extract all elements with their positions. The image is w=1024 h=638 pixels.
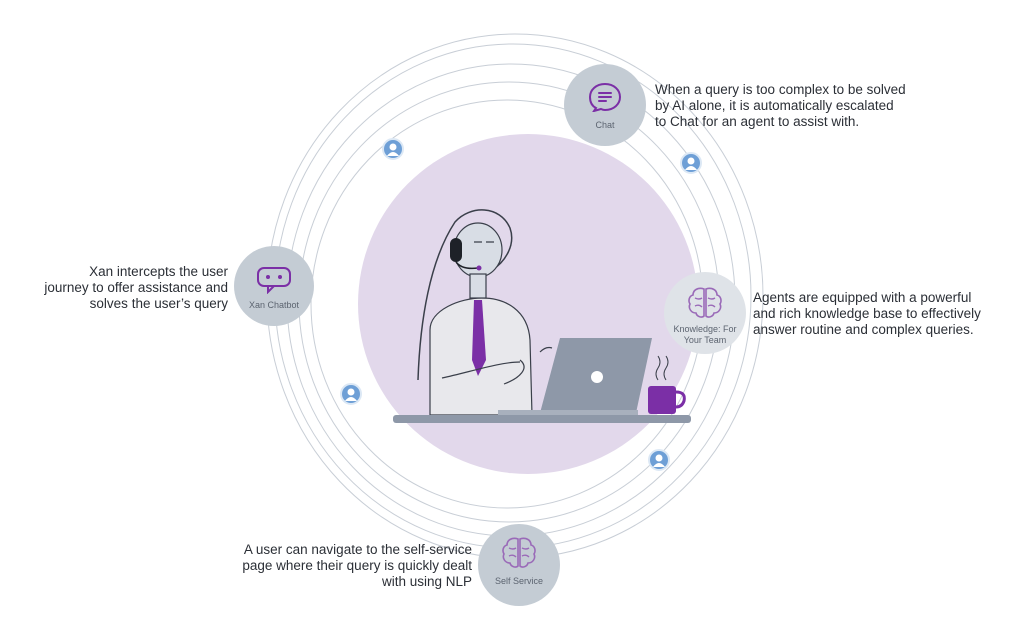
self-service-description-line1: A user can navigate to the self-service: [243, 542, 472, 557]
knowledge-description-line1: Agents are equipped with a powerful: [753, 290, 972, 305]
chatbot-description-line2: journey to offer assistance and: [44, 280, 228, 295]
knowledge-description-line3: answer routine and complex queries.: [753, 322, 974, 337]
knowledge-description-line2: and rich knowledge base to effectively: [753, 306, 981, 321]
chat-description-line1: When a query is too complex to be solved: [655, 82, 906, 97]
chat-node-label: Chat: [595, 120, 615, 130]
chat-description-line3: to Chat for an agent to assist with.: [655, 114, 860, 129]
user-avatar-icon: [680, 152, 702, 174]
chatbot-description: Xan intercepts the user journey to offer…: [0, 264, 228, 312]
brain-icon: [502, 537, 536, 568]
knowledge-node-label-line2: Your Team: [683, 335, 727, 345]
coffee-mug: [648, 355, 686, 414]
user-avatar-icon: [648, 449, 670, 471]
chatbot-description-line1: Xan intercepts the user: [89, 264, 228, 279]
knowledge-node: Knowledge: For Your Team: [664, 272, 746, 354]
desk: [393, 415, 691, 423]
user-avatar-icon: [382, 138, 404, 160]
chat-description-line2: by AI alone, it is automatically escalat…: [655, 98, 894, 113]
agent-illustration: [417, 209, 553, 416]
self-service-description-line3: with using NLP: [381, 574, 472, 589]
knowledge-description: Agents are equipped with a powerful and …: [753, 290, 1021, 338]
laptop-illustration: [498, 338, 652, 415]
chat-description: When a query is too complex to be solved…: [655, 82, 955, 130]
chat-bubble-icon: [588, 82, 622, 112]
chatbot-icon: [257, 267, 291, 294]
chatbot-node: Xan Chatbot: [234, 246, 314, 326]
self-service-description-line2: page where their query is quickly dealt: [242, 558, 472, 573]
self-service-node: Self Service: [478, 524, 560, 606]
user-avatar-icon: [340, 383, 362, 405]
chatbot-node-label: Xan Chatbot: [248, 300, 300, 310]
brain-icon: [688, 287, 722, 318]
chat-node: Chat: [564, 64, 646, 146]
self-service-description: A user can navigate to the self-service …: [200, 542, 472, 590]
knowledge-node-label-line1: Knowledge: For: [673, 324, 737, 334]
chatbot-description-line3: solves the user’s query: [89, 296, 228, 311]
self-service-node-label: Self Service: [494, 576, 544, 586]
